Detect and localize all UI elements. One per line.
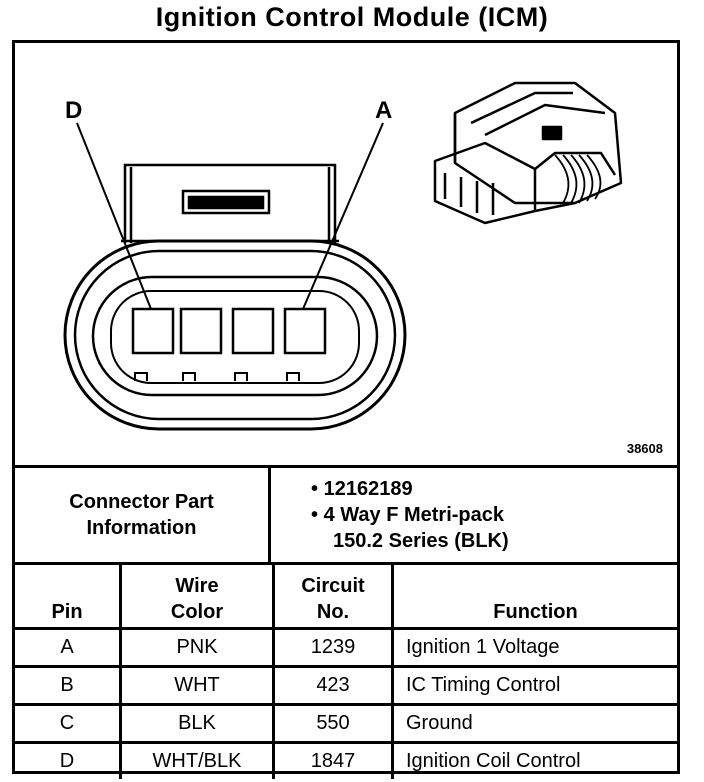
pin-cell: B	[15, 665, 122, 706]
pin-cavities	[131, 307, 327, 355]
table-row: B WHT 423 IC Timing Control	[15, 665, 677, 706]
connector-face	[63, 239, 407, 431]
function-cell: IC Timing Control	[391, 665, 677, 706]
circuit-cell: 423	[272, 665, 394, 706]
icm-connector-frame: D A	[12, 40, 680, 779]
header-pin: Pin	[15, 565, 122, 630]
function-cell: Ignition Coil Control	[391, 741, 677, 779]
cavity-latches	[134, 372, 300, 381]
wire-color-cell: WHT/BLK	[119, 741, 275, 779]
function-cell: Ignition 1 Voltage	[391, 627, 677, 668]
pin-cell: C	[15, 703, 122, 744]
cavity-a	[283, 307, 327, 355]
circuit-cell: 1239	[272, 627, 394, 668]
function-cell: Ground	[391, 703, 677, 744]
connector-series: 150.2 Series (BLK)	[333, 530, 509, 552]
bullet-marker: •	[311, 478, 319, 500]
connector-info-values: • 12162189 • 4 Way F Metri-pack 150.2 Se…	[311, 476, 509, 554]
bullet-marker: •	[311, 504, 319, 526]
wire-color-cell: WHT	[119, 665, 275, 706]
circuit-cell: 1847	[272, 741, 394, 779]
header-function: Function	[391, 565, 677, 630]
page-title: Ignition Control Module (ICM)	[155, 2, 549, 32]
callout-lines	[76, 122, 384, 310]
pin-cell: A	[15, 627, 122, 668]
connector-housing	[121, 163, 339, 243]
connector-type: • 4 Way F Metri-pack	[311, 502, 509, 528]
wire-color-cell: PNK	[119, 627, 275, 668]
connector-diagram: D A	[15, 43, 677, 465]
connector-type-text: 4 Way F Metri-pack	[323, 504, 504, 526]
pin-label-a: A	[375, 97, 392, 124]
wire-color-cell: BLK	[119, 703, 275, 744]
connector-part-number: • 12162189	[311, 476, 509, 502]
pin-label-d: D	[65, 97, 82, 124]
figure-number: 38608	[626, 441, 663, 456]
cavity-b	[231, 307, 275, 355]
table-row: C BLK 550 Ground	[15, 703, 677, 744]
connector-isometric-view	[433, 81, 623, 225]
table-row: A PNK 1239 Ignition 1 Voltage	[15, 627, 677, 668]
cavity-c	[179, 307, 223, 355]
pin-cell: D	[15, 741, 122, 779]
part-number-text: 12162189	[323, 478, 413, 500]
connector-part-info: Connector Part Information • 12162189 • …	[15, 465, 677, 565]
circuit-cell: 550	[272, 703, 394, 744]
connector-info-label-line2: Information	[86, 517, 197, 539]
cavity-d	[131, 307, 175, 355]
connector-info-label-line1: Connector Part	[69, 491, 214, 513]
connector-info-label: Connector Part Information	[15, 468, 271, 562]
table-row: D WHT/BLK 1847 Ignition Coil Control	[15, 741, 677, 779]
connector-drawing: D A	[63, 81, 623, 431]
